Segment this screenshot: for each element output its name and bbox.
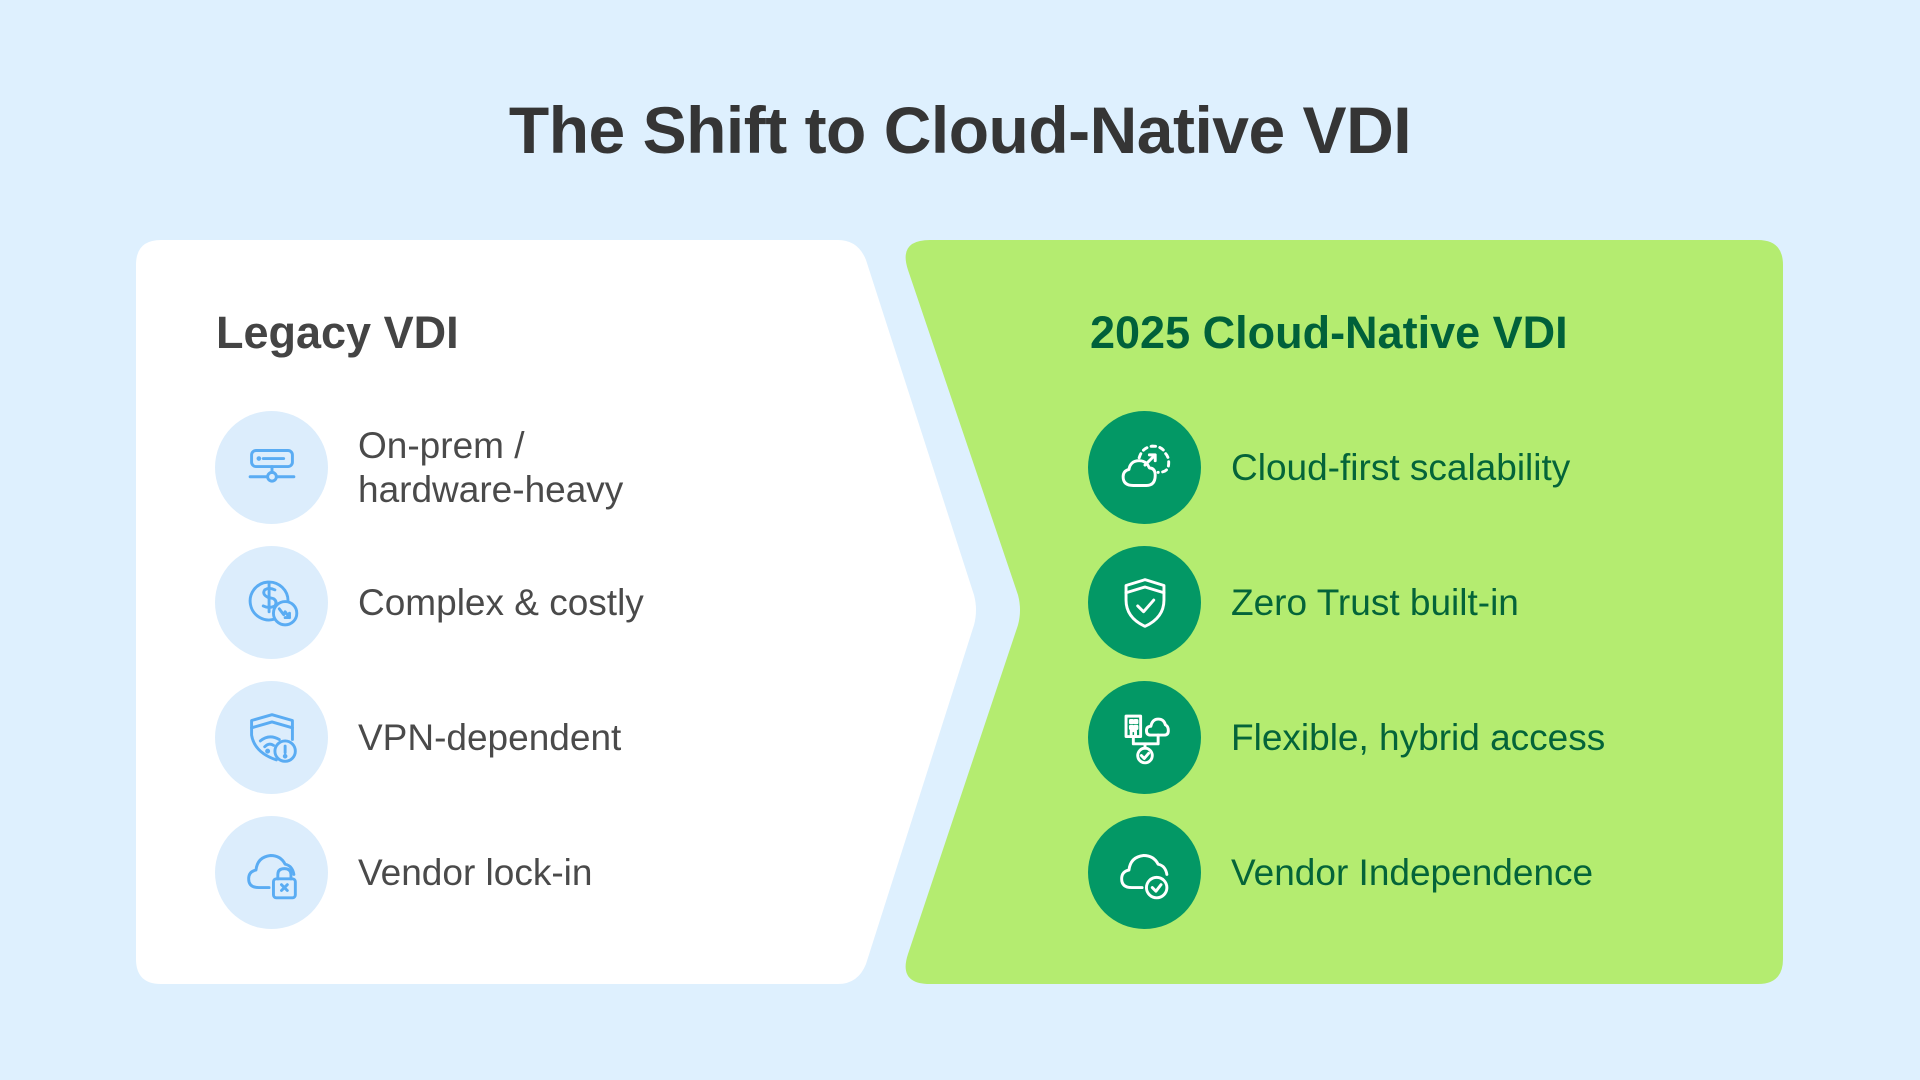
label-line-2: hardware-heavy bbox=[358, 468, 624, 510]
icon-circle bbox=[215, 681, 328, 794]
cloud-lock-x-icon bbox=[246, 853, 297, 899]
label-line-1: On-prem / bbox=[358, 424, 525, 466]
legacy-item-on-prem: On-prem / hardware-heavy bbox=[215, 411, 623, 524]
cloud-item-zero-trust: Zero Trust built-in bbox=[1088, 546, 1519, 659]
legacy-item-label: Vendor lock-in bbox=[358, 851, 593, 893]
cloud-item-label: Vendor Independence bbox=[1231, 851, 1594, 893]
icon-circle bbox=[215, 816, 328, 929]
legacy-item-complex: Complex & costly bbox=[215, 546, 644, 659]
server-network-icon bbox=[248, 448, 295, 483]
cloud-item-label: Flexible, hybrid access bbox=[1231, 716, 1606, 758]
cloud-check-icon bbox=[1119, 853, 1168, 899]
icon-circle bbox=[215, 411, 328, 524]
cloud-item-hybrid: Flexible, hybrid access bbox=[1088, 681, 1605, 794]
cloud-item-label: Zero Trust built-in bbox=[1231, 581, 1519, 623]
icon-circle bbox=[1088, 681, 1201, 794]
legacy-heading: Legacy VDI bbox=[216, 307, 459, 358]
icon-circle bbox=[1088, 546, 1201, 659]
cloud-item-scalability: Cloud-first scalability bbox=[1088, 411, 1570, 524]
shield-check-icon bbox=[1124, 577, 1165, 628]
legacy-item-label: On-prem / hardware-heavy bbox=[358, 424, 623, 512]
cloud-item-vendor-independence: Vendor Independence bbox=[1088, 816, 1593, 929]
legacy-item-vendor-lock: Vendor lock-in bbox=[215, 816, 592, 929]
cloud-item-label: Cloud-first scalability bbox=[1231, 446, 1571, 488]
building-cloud-check-icon bbox=[1124, 714, 1170, 764]
legacy-item-vpn: VPN-dependent bbox=[215, 681, 621, 794]
icon-circle bbox=[1088, 816, 1201, 929]
shield-wifi-warning-icon bbox=[249, 712, 297, 763]
icon-circle bbox=[1088, 411, 1201, 524]
cloud-heading: 2025 Cloud-Native VDI bbox=[1090, 307, 1568, 358]
legacy-item-label: VPN-dependent bbox=[358, 716, 622, 758]
dollar-cost-down-icon bbox=[248, 580, 298, 626]
cloud-scale-icon bbox=[1121, 444, 1170, 487]
page-title: The Shift to Cloud-Native VDI bbox=[508, 93, 1412, 167]
icon-circle bbox=[215, 546, 328, 659]
legacy-card bbox=[136, 240, 976, 984]
legacy-item-label: Complex & costly bbox=[358, 581, 644, 623]
